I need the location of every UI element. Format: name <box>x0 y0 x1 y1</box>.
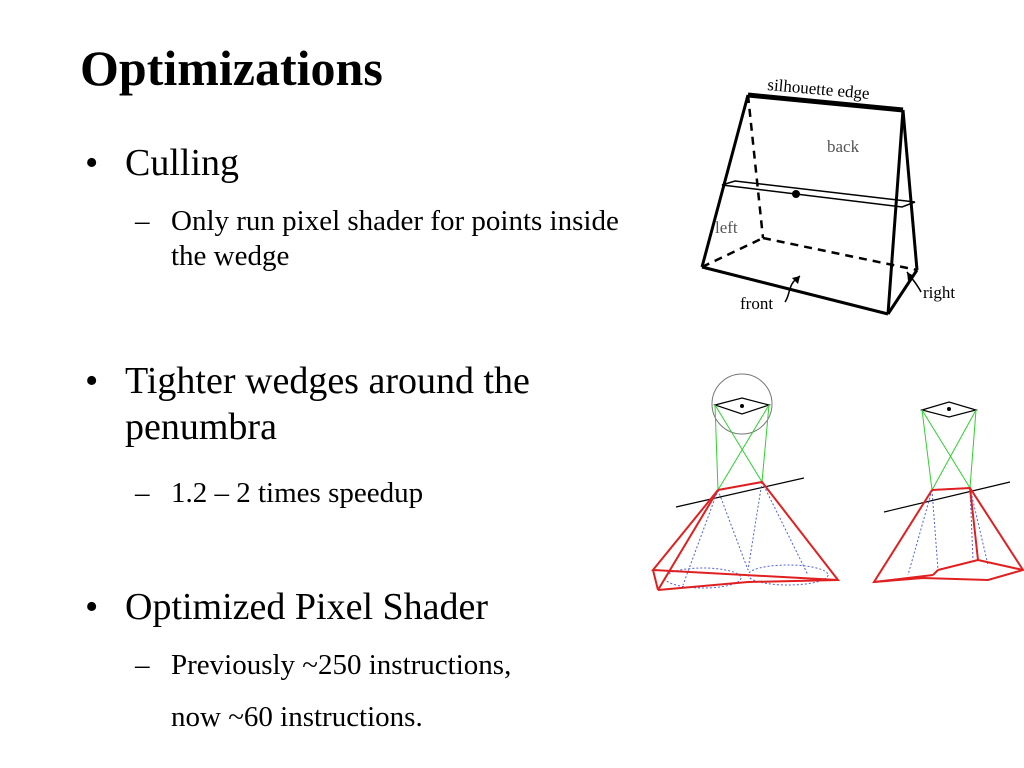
slide-title: Optimizations <box>80 40 383 96</box>
wedge-right-front-edge <box>886 109 905 315</box>
silhouette-line-left <box>675 477 805 508</box>
sub-bullet-instructions: – Previously ~250 instructions, <box>135 648 651 683</box>
dash-icon: – <box>135 477 150 509</box>
sub-bullet-text: Only run pixel shader for points inside … <box>171 205 619 272</box>
front-label: front <box>740 294 773 313</box>
penumbra-wedges-diagram <box>650 373 1024 591</box>
wedge-figure-right <box>872 401 1024 584</box>
right-arrow-head-icon <box>907 272 914 281</box>
left-label: left <box>715 218 738 237</box>
green-cone-lines-right <box>921 409 977 491</box>
sub-bullet-text: now ~60 instructions. <box>171 701 423 733</box>
wedge-hidden-left-base <box>701 236 764 269</box>
dash-icon: – <box>135 649 150 681</box>
sub-bullet-text: Previously ~250 instructions, <box>171 649 512 681</box>
wedge-right-back-edge <box>901 109 919 271</box>
bullet-text: Tighter wedges around the penumbra <box>125 360 530 448</box>
light-center-dot-right <box>947 407 951 411</box>
bullet-dot-icon: • <box>85 142 99 184</box>
bullet-text: Culling <box>125 142 240 184</box>
sub-bullet-culling: – Only run pixel shader for points insid… <box>135 204 651 274</box>
sub-bullet-instructions-cont: now ~60 instructions. <box>135 700 651 735</box>
silhouette-line-right <box>883 481 1011 513</box>
sub-bullet-text: 1.2 – 2 times speedup <box>171 477 424 509</box>
red-wedge-left <box>650 480 841 591</box>
sub-bullet-speedup: – 1.2 – 2 times speedup <box>135 476 651 511</box>
wedge-left-front-edge <box>700 94 750 268</box>
bullet-optimized-shader: • Optimized Pixel Shader <box>85 584 645 630</box>
light-center-dot <box>740 404 744 408</box>
wedge-cross-section <box>721 180 916 208</box>
wedge-hidden-back-base <box>762 236 918 272</box>
bullet-dot-icon: • <box>85 360 99 402</box>
light-source-circle <box>711 373 773 435</box>
wedge-figure-left <box>650 373 841 591</box>
dash-icon: – <box>135 205 150 237</box>
blue-dotted-lines-right <box>907 487 989 576</box>
silhouette-edge-line <box>747 92 904 113</box>
sample-point-dot <box>792 190 800 198</box>
wedge-front-bottom-edge <box>701 265 889 316</box>
green-cone-lines <box>714 404 770 491</box>
bullet-dot-icon: • <box>85 586 99 628</box>
bullet-culling: • Culling <box>85 140 645 186</box>
red-wedge-right <box>872 486 1024 584</box>
bullet-text: Optimized Pixel Shader <box>125 586 489 628</box>
right-label: right <box>923 283 955 302</box>
front-arrow-head-icon <box>792 276 800 284</box>
wedge-hidden-back-edge <box>746 94 765 239</box>
back-label: back <box>827 137 860 156</box>
wedge-diagram: silhouette edge back left right front <box>700 75 955 316</box>
bullet-tighter-wedges: • Tighter wedges around the penumbra <box>85 358 645 450</box>
